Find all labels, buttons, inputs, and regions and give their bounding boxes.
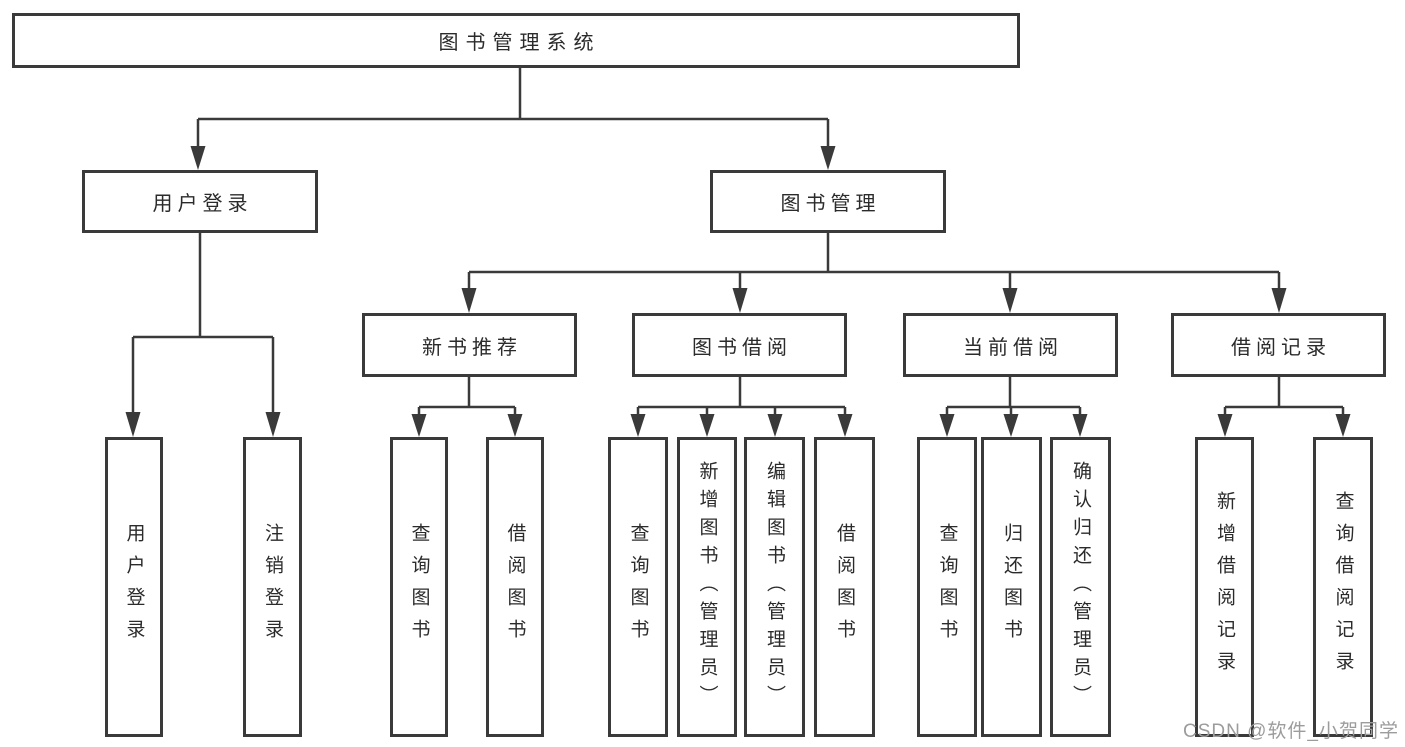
node-label: 图书借阅 (692, 336, 792, 359)
node-label: 归还图书 (1001, 523, 1022, 651)
node-label: 查询图书 (936, 523, 958, 651)
leaf-query-borrow-record: 查询借阅记录 (1313, 437, 1373, 737)
node-label: 新增图书（管理员） (696, 461, 718, 713)
node-label: 查询图书 (627, 523, 649, 651)
leaf-add-books-admin: 新增图书（管理员） (677, 437, 737, 737)
node-borrowing-records: 借阅记录 (1171, 313, 1386, 377)
leaf-confirm-return-admin: 确认归还（管理员） (1050, 437, 1111, 737)
leaf-add-borrow-record: 新增借阅记录 (1195, 437, 1254, 737)
node-label: 查询图书 (408, 523, 430, 651)
csdn-watermark: CSDN @软件_小贺同学 (1183, 721, 1399, 742)
node-label: 用户登录 (123, 523, 145, 651)
node-book-management-system: 图书管理系统 (12, 13, 1020, 68)
leaf-return-books: 归还图书 (981, 437, 1042, 737)
node-label: 注销登录 (262, 523, 283, 651)
node-user-login: 用户登录 (82, 170, 318, 233)
leaf-query-books-current: 查询图书 (917, 437, 977, 737)
leaf-user-login: 用户登录 (105, 437, 163, 737)
node-label: 用户登录 (152, 193, 253, 215)
leaf-query-books-borrow: 查询图书 (608, 437, 668, 737)
node-label: 新书推荐 (422, 336, 522, 359)
node-label: 图书管理系统 (438, 32, 601, 54)
node-label: 借阅图书 (834, 523, 855, 651)
node-label: 当前借阅 (963, 336, 1063, 359)
leaf-borrow-books: 借阅图书 (814, 437, 875, 737)
node-label: 查询借阅记录 (1332, 491, 1354, 683)
node-label: 新增借阅记录 (1214, 491, 1235, 683)
node-book-borrowing: 图书借阅 (632, 313, 847, 377)
node-current-borrowing: 当前借阅 (903, 313, 1118, 377)
node-label: 确认归还（管理员） (1070, 461, 1091, 713)
node-book-management: 图书管理 (710, 170, 946, 233)
node-label: 编辑图书（管理员） (764, 461, 785, 713)
node-label: 借阅图书 (504, 523, 526, 651)
node-label: 图书管理 (780, 193, 881, 215)
leaf-query-books-recommend: 查询图书 (390, 437, 448, 737)
arrowheads (125, 146, 1351, 437)
leaf-borrow-books-recommend: 借阅图书 (486, 437, 544, 737)
leaf-logout: 注销登录 (243, 437, 302, 737)
node-new-book-recommendation: 新书推荐 (362, 313, 577, 377)
leaf-edit-books-admin: 编辑图书（管理员） (744, 437, 805, 737)
node-label: 借阅记录 (1231, 336, 1331, 359)
